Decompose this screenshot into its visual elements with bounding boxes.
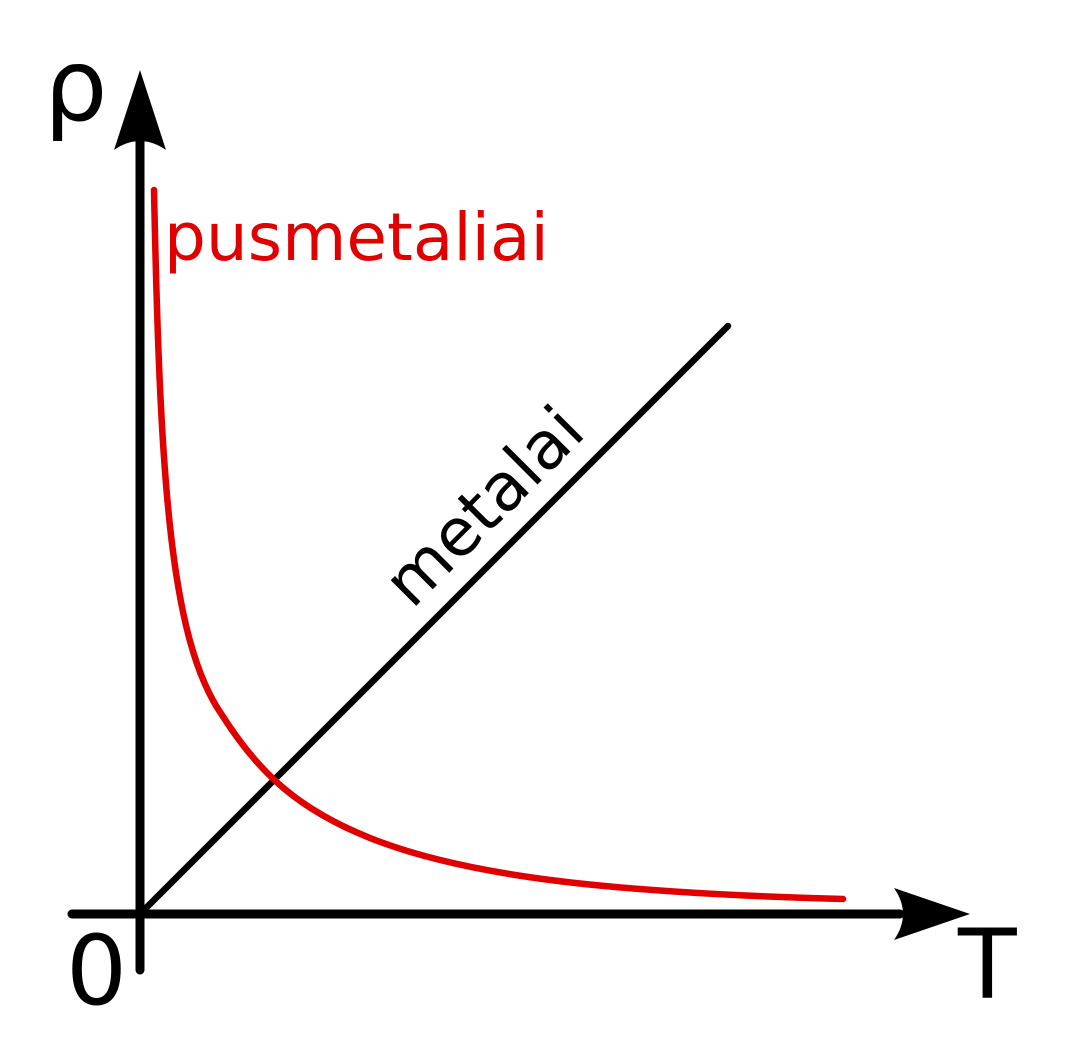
x-axis-arrowhead (894, 888, 970, 940)
x-axis-label: T (957, 909, 1017, 1021)
y-axis-label: ρ (44, 27, 107, 144)
origin-label: 0 (66, 915, 127, 1027)
semiconductor-label: pusmetaliai (164, 199, 549, 276)
metal-label: metalai (369, 391, 599, 621)
y-axis-arrowhead (114, 70, 166, 150)
semiconductor-curve (150, 186, 847, 903)
metal-line (136, 322, 732, 918)
